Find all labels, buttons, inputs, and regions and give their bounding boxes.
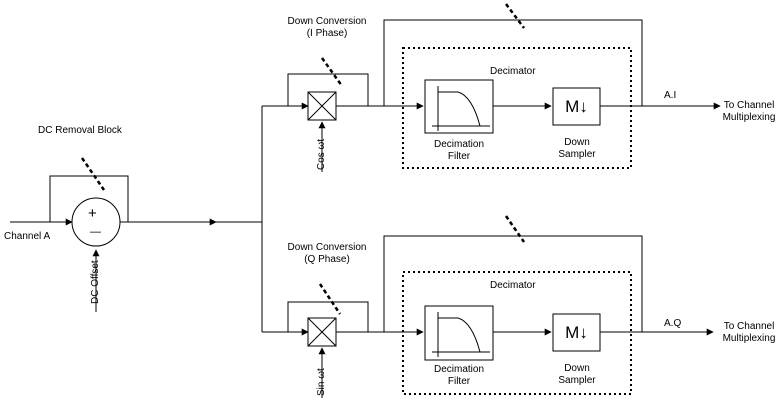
aq-output-label: A.Q	[664, 318, 682, 329]
splitter	[261, 102, 309, 336]
lower-destination-label: To Channel Multiplexing	[718, 321, 780, 345]
lower-mixer-bypass	[287, 301, 369, 332]
upper-filter-line1: Decimation	[433, 139, 485, 150]
upper-sampler-line1: Down	[564, 137, 590, 148]
dc-removal-title: DC Removal Block	[38, 125, 122, 136]
upper-mixer-bypass	[287, 73, 369, 106]
lower-sampler-line2: Sampler	[558, 375, 596, 386]
lower-top-bypass	[383, 235, 643, 332]
lower-title-line1: Down Conversion	[287, 242, 367, 253]
dc-offset-label: DC Offset	[90, 260, 101, 304]
upper-filter-line2: Filter	[447, 151, 471, 162]
upper-destination-line2: Multiplexing	[722, 112, 776, 123]
lower-sampler-label: Down Sampler	[546, 363, 608, 387]
upper-sampler-label: Down Sampler	[546, 137, 608, 161]
upper-down-conversion-title: Down Conversion (I Phase)	[282, 16, 372, 40]
lower-filter-line2: Filter	[447, 376, 471, 387]
upper-sampler-line2: Sampler	[558, 149, 596, 160]
upper-title-line2: (I Phase)	[306, 28, 348, 39]
upper-destination-label: To Channel Multiplexing	[718, 100, 780, 124]
channel-a-label: Channel A	[4, 231, 51, 242]
sin-label: Sin ωt	[316, 368, 327, 396]
dc-bypass-path	[49, 175, 129, 222]
upper-destination-line1: To Channel	[723, 100, 775, 111]
lower-filter-label: Decimation Filter	[420, 364, 498, 388]
lower-destination-line2: Multiplexing	[722, 333, 776, 344]
dc-removal-block	[10, 157, 262, 312]
lower-decimation-filter	[424, 305, 494, 361]
lower-decimator-title: Decimator	[490, 280, 536, 291]
lower-destination-line1: To Channel	[723, 321, 775, 332]
cos-label: Cos ωt	[316, 138, 327, 170]
ai-output-label: A.I	[664, 90, 677, 101]
upper-sampler-symbol: M↓	[565, 96, 588, 116]
lower-sampler-line1: Down	[564, 363, 590, 374]
lower-down-conversion-title: Down Conversion (Q Phase)	[282, 242, 372, 266]
upper-decimator-title: Decimator	[490, 66, 536, 77]
upper-top-bypass	[383, 19, 643, 106]
upper-decimator-frame	[402, 47, 632, 169]
upper-title-line1: Down Conversion	[287, 16, 367, 27]
upper-decimation-filter	[424, 79, 494, 134]
lower-sampler-symbol: M↓	[565, 322, 588, 342]
lower-title-line2: (Q Phase)	[304, 254, 350, 265]
lower-filter-line1: Decimation	[433, 364, 485, 375]
upper-branch	[287, 3, 721, 172]
minus-sign: —	[90, 226, 101, 238]
lower-branch	[287, 215, 714, 398]
plus-sign: +	[88, 205, 97, 222]
dc-bypass-switch	[80, 157, 106, 191]
upper-filter-label: Decimation Filter	[420, 139, 498, 163]
